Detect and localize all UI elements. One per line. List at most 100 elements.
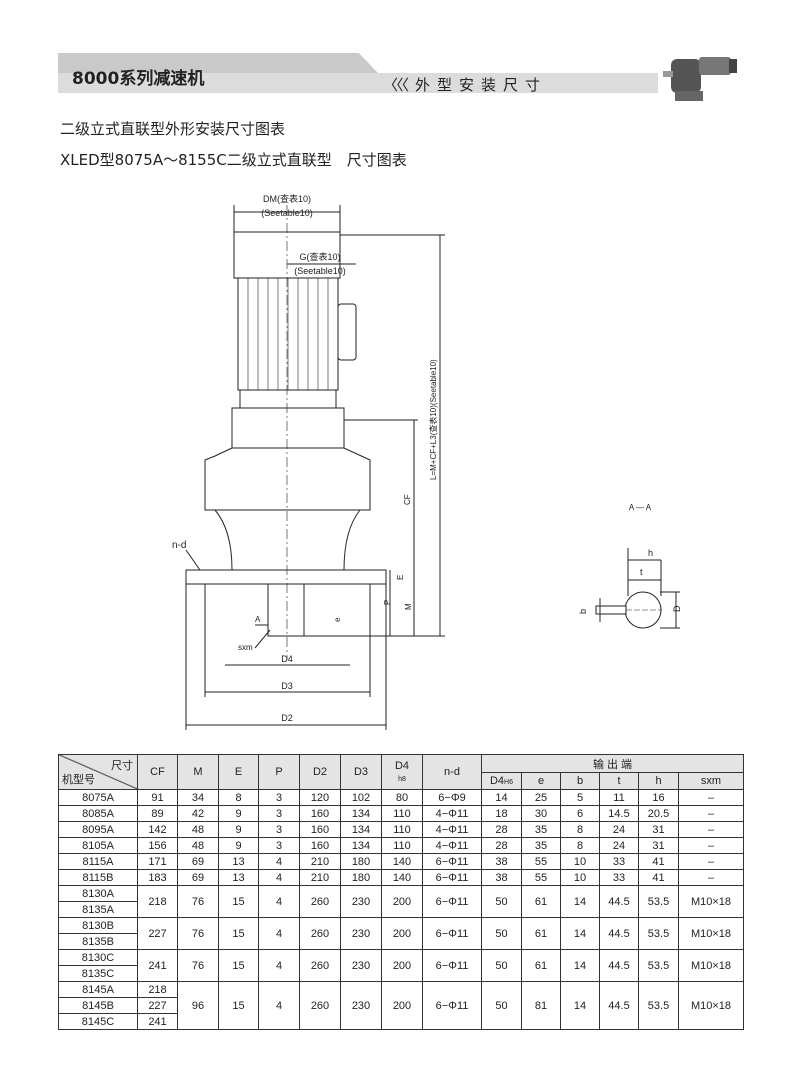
value-cell: 15 [218,981,259,1030]
value-cell: M10×18 [678,981,744,1030]
value-cell: 53.5 [638,949,679,982]
value-cell: 6−Φ11 [422,917,482,950]
value-cell: 69 [177,869,219,886]
value-cell: 160 [299,821,341,838]
model-cell: 8095A [58,821,138,838]
value-cell: 230 [340,917,382,950]
value-cell: 69 [177,853,219,870]
value-cell: 260 [299,981,341,1030]
col-e-cap: E [218,754,259,790]
value-cell: – [678,789,744,806]
label-a: A [255,615,261,624]
value-cell: 15 [218,949,259,982]
value-cell: 28 [481,821,522,838]
label-l: L=M+CF+L3(查表10)(Seetable10) [428,359,438,480]
value-cell: 260 [299,885,341,918]
table-row: 8135A [58,901,744,918]
value-cell: 15 [218,885,259,918]
series-title: 8000系列减速机 [72,69,205,89]
value-cell: 6−Φ11 [422,853,482,870]
value-cell: 4 [258,853,300,870]
value-cell: 50 [481,885,522,918]
value-cell: 6−Φ9 [422,789,482,806]
value-cell: 50 [481,981,522,1030]
model-cell: 8135A [58,901,138,918]
value-cell: M10×18 [678,949,744,982]
value-cell: 230 [340,885,382,918]
value-cell: 6−Φ11 [422,885,482,918]
cf-cell: 227 [137,917,178,950]
label-e-cap: E [396,575,405,580]
value-cell: 96 [177,981,219,1030]
value-cell: M10×18 [678,885,744,918]
model-cell: 8115A [58,853,138,870]
value-cell: 200 [381,917,423,950]
col-nd: n-d [422,754,482,790]
value-cell: 38 [481,853,522,870]
model-cell: 8135C [58,965,138,982]
value-cell: – [678,821,744,838]
chevrons-icon: 〈〈〈 [383,76,409,94]
label-cf: CF [403,494,412,505]
cf-cell: 171 [137,853,178,870]
value-cell: – [678,853,744,870]
model-cell: 8085A [58,805,138,822]
value-cell: 33 [599,853,639,870]
value-cell: 4 [258,885,300,918]
value-cell: 4−Φ11 [422,837,482,854]
value-cell: 25 [521,789,561,806]
col-d2: D2 [299,754,341,790]
heading-chart-title: 二级立式直联型外形安装尺寸图表 [60,120,286,138]
value-cell: 4−Φ11 [422,805,482,822]
label-dm-en: (Seetable10) [261,208,313,218]
col-sxm: sxm [678,772,744,790]
shaft-section-view [595,548,680,629]
value-cell: 14 [560,981,600,1030]
value-cell: 53.5 [638,885,679,918]
value-cell: 61 [521,917,561,950]
col-d4-label: D4 [394,760,410,772]
value-cell: 76 [177,949,219,982]
cf-cell: 227 [137,997,178,1014]
value-cell: 38 [481,869,522,886]
value-cell: 134 [340,805,382,822]
heading-model-range: XLED型8075A～8155C二级立式直联型 尺寸图表 [60,151,407,169]
value-cell: 14 [481,789,522,806]
value-cell: 50 [481,917,522,950]
value-cell: 44.5 [599,949,639,982]
value-cell: 16 [638,789,679,806]
model-cell: 8135B [58,933,138,950]
value-cell: 230 [340,981,382,1030]
value-cell: 14.5 [599,805,639,822]
value-cell: 35 [521,837,561,854]
model-cell: 8130A [58,885,138,902]
value-cell: 18 [481,805,522,822]
col-h: h [638,772,679,790]
value-cell: 4 [258,917,300,950]
value-cell: 4 [258,949,300,982]
cf-cell: 183 [137,869,178,886]
col-e: e [521,772,561,790]
header-band-light [58,73,658,93]
value-cell: 3 [258,789,300,806]
value-cell: 140 [381,869,423,886]
label-g: G(查表10) [299,251,340,262]
value-cell: 14 [560,949,600,982]
col-d4: D4 h8 [381,754,423,790]
cf-cell: 218 [137,981,178,998]
model-cell: 8145C [58,1013,138,1030]
col-d4-tolerance: h8 [398,776,406,783]
value-cell: 110 [381,837,423,854]
value-cell: 42 [177,805,219,822]
value-cell: 13 [218,853,259,870]
label-d3: D3 [281,681,293,691]
value-cell: 13 [218,869,259,886]
model-cell: 8115B [58,869,138,886]
value-cell: 81 [521,981,561,1030]
value-cell: 260 [299,917,341,950]
